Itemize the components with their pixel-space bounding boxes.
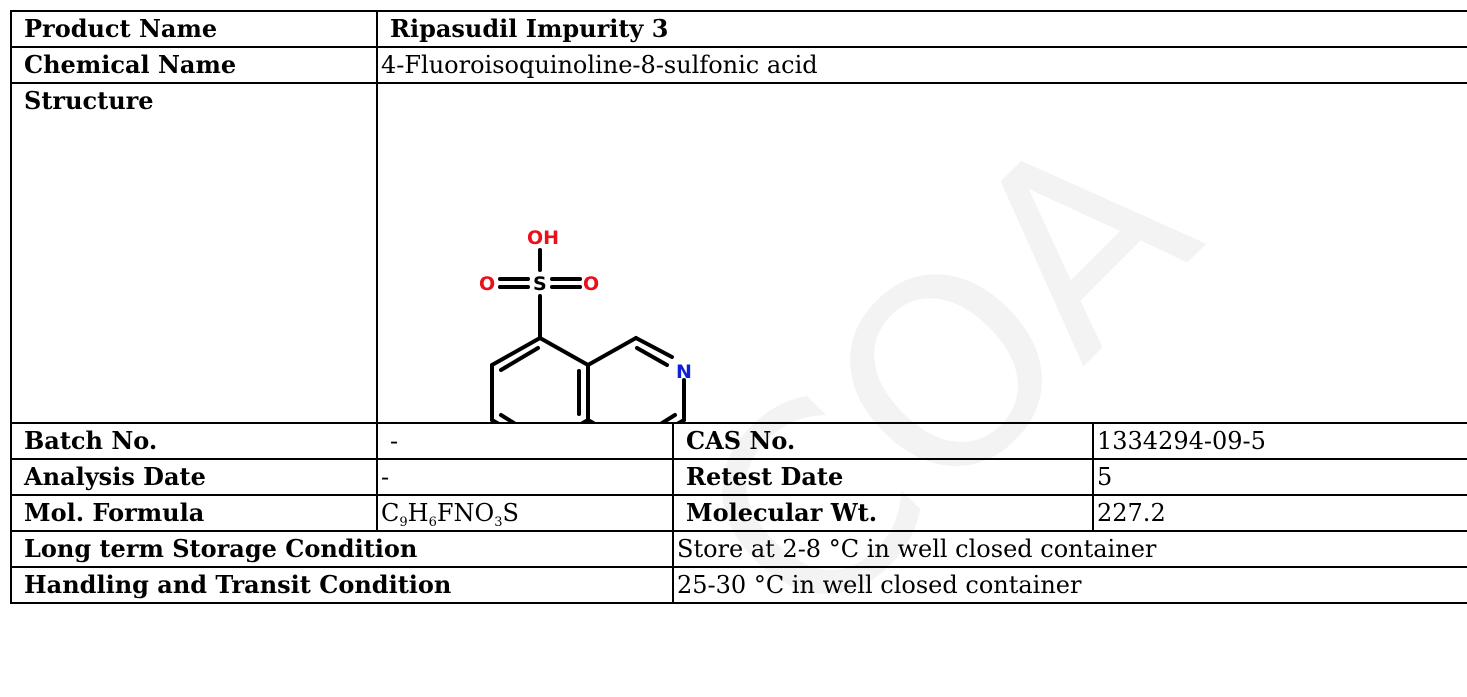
atom-s: S <box>533 273 547 295</box>
value-product-name: Ripasudil Impurity 3 <box>375 10 1467 48</box>
structure-cell: OH O S O N F <box>375 82 1467 424</box>
formula-h: H <box>407 499 429 527</box>
bond-c8a-c1 <box>586 336 638 367</box>
value-long-term-storage: Store at 2-8 °C in well closed container <box>671 530 1467 568</box>
bond-c3-c4-inner <box>661 413 677 421</box>
atom-oh: OH <box>527 227 559 249</box>
bond-c7-c8 <box>490 336 542 367</box>
value-mol-formula: C9H6FNO3S <box>376 494 674 532</box>
label-mol-formula: Mol. Formula <box>10 494 378 532</box>
bond-c4a-c5 <box>582 418 590 421</box>
formula-c-count: 9 <box>399 515 408 530</box>
bond-c8-c8a <box>538 336 590 367</box>
bond-c4-c4a <box>586 418 594 421</box>
bond-c5-c6 <box>490 418 498 421</box>
label-long-term-storage: Long term Storage Condition <box>10 530 674 568</box>
atom-o-left: O <box>479 273 495 295</box>
value-chemical-name: 4-Fluoroisoquinoline-8-sulfonic acid <box>375 46 1467 84</box>
formula-s: S <box>502 499 519 527</box>
formula-o-count: 3 <box>494 515 503 530</box>
bond-c1-n-inner <box>635 346 669 367</box>
label-batch-no: Batch No. <box>10 422 378 460</box>
row-product-name: Product Name Ripasudil Impurity 3 <box>10 10 1467 48</box>
label-cas-no: CAS No. <box>672 422 1094 460</box>
row-handling-transit: Handling and Transit Condition 25-30 °C … <box>10 566 1467 604</box>
row-chemical-name: Chemical Name 4-Fluoroisoquinoline-8-sul… <box>10 46 1467 84</box>
value-batch-no: - <box>376 422 674 460</box>
atom-o-right: O <box>583 273 599 295</box>
label-structure: Structure <box>10 82 378 424</box>
value-cas-no: 1334294-09-5 <box>1091 422 1467 460</box>
row-formula-weight: Mol. Formula C9H6FNO3S Molecular Wt. 227… <box>10 494 1467 532</box>
value-handling-transit: 25-30 °C in well closed container <box>671 566 1467 604</box>
value-retest-date: 5 <box>1091 458 1467 496</box>
formula-c: C <box>381 499 400 527</box>
bond-c3-c4 <box>678 418 686 421</box>
bond-c8-c7-inner <box>499 346 540 372</box>
atom-n: N <box>676 361 692 383</box>
label-retest-date: Retest Date <box>672 458 1094 496</box>
label-handling-transit: Handling and Transit Condition <box>10 566 674 604</box>
label-analysis-date: Analysis Date <box>10 458 378 496</box>
row-structure: Structure <box>10 82 1467 424</box>
row-long-term-storage: Long term Storage Condition Store at 2-8… <box>10 530 1467 568</box>
value-analysis-date: - <box>376 458 674 496</box>
chemical-structure-diagram: OH O S O N F <box>479 227 692 421</box>
label-molecular-wt: Molecular Wt. <box>672 494 1094 532</box>
value-molecular-wt: 227.2 <box>1091 494 1467 532</box>
row-analysis-retest: Analysis Date - Retest Date 5 <box>10 458 1467 496</box>
formula-h-count: 6 <box>428 515 437 530</box>
bond-c1-n <box>634 336 674 359</box>
formula-fno: FNO <box>436 499 495 527</box>
label-chemical-name: Chemical Name <box>10 46 378 84</box>
label-product-name: Product Name <box>10 10 378 48</box>
bond-c6-c5-inner <box>499 413 515 421</box>
product-info-table: Product Name Ripasudil Impurity 3 Chemic… <box>10 10 1467 604</box>
row-batch-cas: Batch No. - CAS No. 1334294-09-5 <box>10 422 1467 460</box>
